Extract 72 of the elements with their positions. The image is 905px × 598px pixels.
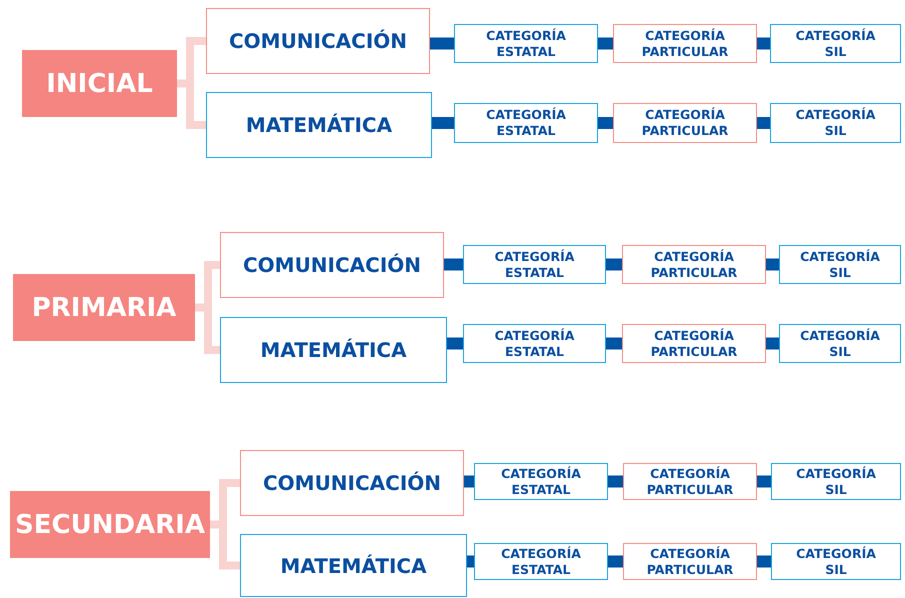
node-label: CATEGORÍA ESTATAL xyxy=(494,328,576,360)
node-label: COMUNICACIÓN xyxy=(262,471,442,495)
node-label: CATEGORÍA ESTATAL xyxy=(494,248,576,280)
node-label: SECUNDARIA xyxy=(15,510,205,540)
subject-box xyxy=(220,317,447,383)
connector xyxy=(606,258,622,270)
node-label: PRIMARIA xyxy=(32,292,176,322)
subject-box xyxy=(206,92,432,158)
category-box xyxy=(770,24,901,63)
node-label: CATEGORÍA SIL xyxy=(795,546,877,578)
subject-box xyxy=(240,534,467,597)
category-box xyxy=(474,463,608,500)
node-label: CATEGORÍA PARTICULAR xyxy=(646,466,734,498)
connector xyxy=(608,476,623,488)
node-label: MATEMÁTICA xyxy=(280,554,427,578)
node-label: MATEMÁTICA xyxy=(246,113,392,137)
connector xyxy=(444,258,463,270)
category-box xyxy=(454,103,598,143)
node-label: MATEMÁTICA xyxy=(260,338,407,362)
category-box xyxy=(771,463,901,500)
node-label: COMUNICACIÓN xyxy=(242,253,422,277)
subject-box xyxy=(220,232,444,298)
node-label: CATEGORÍA SIL xyxy=(799,328,881,360)
category-box xyxy=(779,324,901,363)
node-label: CATEGORÍA SIL xyxy=(794,107,876,139)
subject-box xyxy=(240,450,464,516)
category-box xyxy=(463,324,606,363)
connector xyxy=(447,338,463,350)
category-box xyxy=(623,463,757,500)
node-label: CATEGORÍA SIL xyxy=(794,28,876,60)
node-label: CATEGORÍA PARTICULAR xyxy=(646,546,734,578)
node-label: CATEGORÍA ESTATAL xyxy=(485,28,567,60)
category-box xyxy=(779,245,901,284)
node-label: CATEGORÍA ESTATAL xyxy=(500,466,582,498)
level-box xyxy=(22,50,177,117)
category-box xyxy=(613,24,757,63)
connector xyxy=(757,556,771,568)
category-box xyxy=(463,245,606,284)
connector xyxy=(766,258,779,270)
connector xyxy=(606,338,622,350)
node-label: CATEGORÍA PARTICULAR xyxy=(650,328,738,360)
connector xyxy=(598,117,613,129)
category-box xyxy=(771,543,901,580)
node-label: CATEGORÍA ESTATAL xyxy=(485,107,567,139)
node-label: INICIAL xyxy=(46,68,153,98)
category-box xyxy=(454,24,598,63)
node-label: CATEGORÍA PARTICULAR xyxy=(640,107,730,139)
connector xyxy=(598,38,613,50)
node-label: CATEGORÍA SIL xyxy=(799,248,881,280)
node-label: CATEGORÍA ESTATAL xyxy=(500,546,582,578)
connector xyxy=(757,117,770,129)
connector xyxy=(464,476,474,488)
category-box xyxy=(622,245,766,284)
connector xyxy=(467,556,474,568)
subject-box xyxy=(206,8,430,74)
level-box xyxy=(13,274,195,341)
connector xyxy=(430,38,454,50)
category-box xyxy=(622,324,766,363)
connector xyxy=(432,117,454,129)
node-label: CATEGORÍA PARTICULAR xyxy=(650,248,738,280)
category-box xyxy=(623,543,757,580)
connector xyxy=(757,38,770,50)
connector xyxy=(757,476,771,488)
category-box xyxy=(613,103,757,143)
category-box xyxy=(474,543,608,580)
connector xyxy=(608,556,623,568)
node-label: COMUNICACIÓN xyxy=(228,29,408,53)
category-box xyxy=(770,103,901,143)
node-label: CATEGORÍA SIL xyxy=(795,466,877,498)
connector xyxy=(766,338,779,350)
node-label: CATEGORÍA PARTICULAR xyxy=(640,28,730,60)
level-box xyxy=(10,491,210,558)
